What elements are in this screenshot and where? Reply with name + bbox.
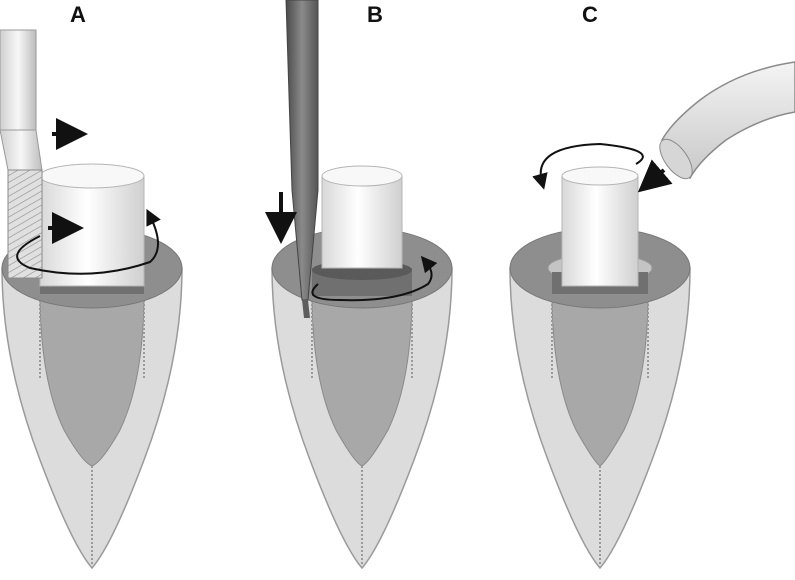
direction-arrow-icon-c bbox=[637, 159, 673, 193]
panel-label-b: B bbox=[367, 2, 383, 27]
ultrasonic-tip-icon bbox=[285, 0, 319, 318]
panel-b bbox=[265, 0, 453, 570]
rotation-arrow-icon-b bbox=[311, 255, 438, 302]
panel-a bbox=[0, 29, 183, 570]
post-b bbox=[321, 165, 403, 269]
panel-c bbox=[509, 61, 795, 570]
rotation-arrow-icon-a bbox=[16, 208, 161, 275]
rotation-arrow-icon-c bbox=[532, 142, 644, 190]
tooth-root-b bbox=[271, 227, 453, 570]
panel-label-a: A bbox=[70, 2, 86, 27]
panel-label-c: C bbox=[582, 2, 598, 27]
air-water-syringe-tip-icon bbox=[659, 61, 795, 180]
tooth-root-c bbox=[509, 227, 691, 570]
bur-instrument-icon bbox=[0, 29, 43, 279]
post-c bbox=[561, 166, 639, 287]
